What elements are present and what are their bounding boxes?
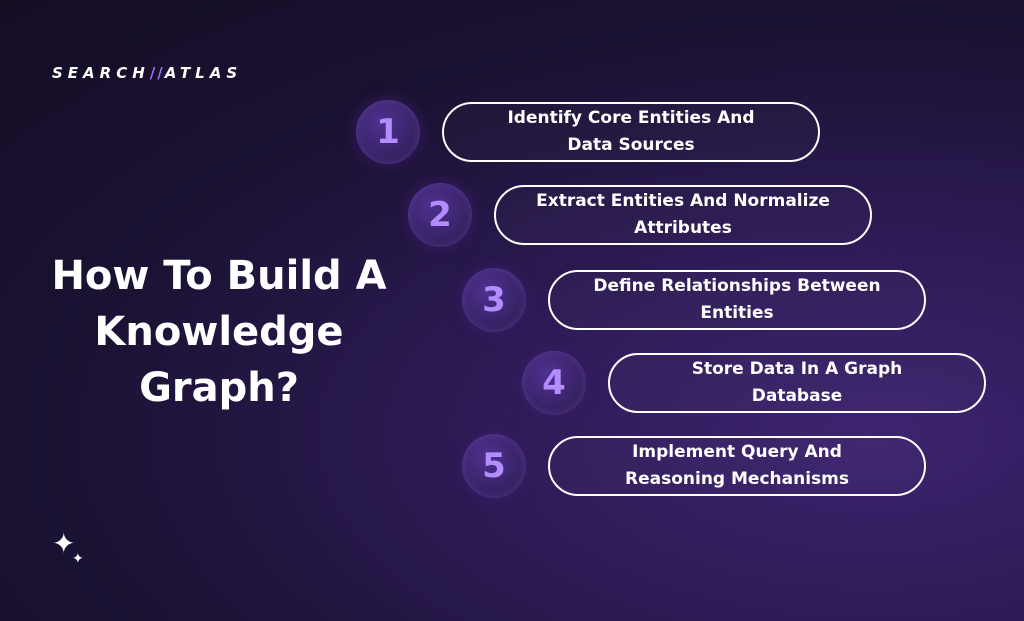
sparkle-icon: ✦ [52,527,76,560]
sparkle-small-icon: ✦ [72,551,84,567]
step-3-number: 3 [482,280,506,320]
step-2-box: Extract Entities And Normalize Attribute… [494,185,872,245]
brand-slash: // [149,64,165,82]
step-5-box: Implement Query And Reasoning Mechanisms [548,436,926,496]
step-2-text: Extract Entities And Normalize Attribute… [536,191,830,238]
step-2-badge: 2 [408,183,472,247]
step-5-text: Implement Query And Reasoning Mechanisms [625,442,849,489]
step-4-number: 4 [542,363,566,403]
step-3-box: Define Relationships Between Entities [548,270,926,330]
step-1-badge: 1 [356,100,420,164]
step-5-number: 5 [482,446,506,486]
step-2-number: 2 [428,195,452,235]
step-4-text: Store Data In A Graph Database [691,359,903,406]
step-1-number: 1 [376,112,400,152]
step-5-badge: 5 [462,434,526,498]
brand-name-left: SEARCH [52,64,150,82]
step-4-badge: 4 [522,351,586,415]
step-4-box: Store Data In A Graph Database [608,353,986,413]
step-1-box: Identify Core Entities And Data Sources [442,102,820,162]
step-1-text: Identify Core Entities And Data Sources [507,108,755,155]
step-3-text: Define Relationships Between Entities [593,276,881,323]
brand-name-right: ATLAS [164,64,243,82]
page-title: How To Build A Knowledge Graph? [51,253,387,411]
step-3-badge: 3 [462,268,526,332]
brand-logo: SEARCH//ATLAS [52,64,242,82]
